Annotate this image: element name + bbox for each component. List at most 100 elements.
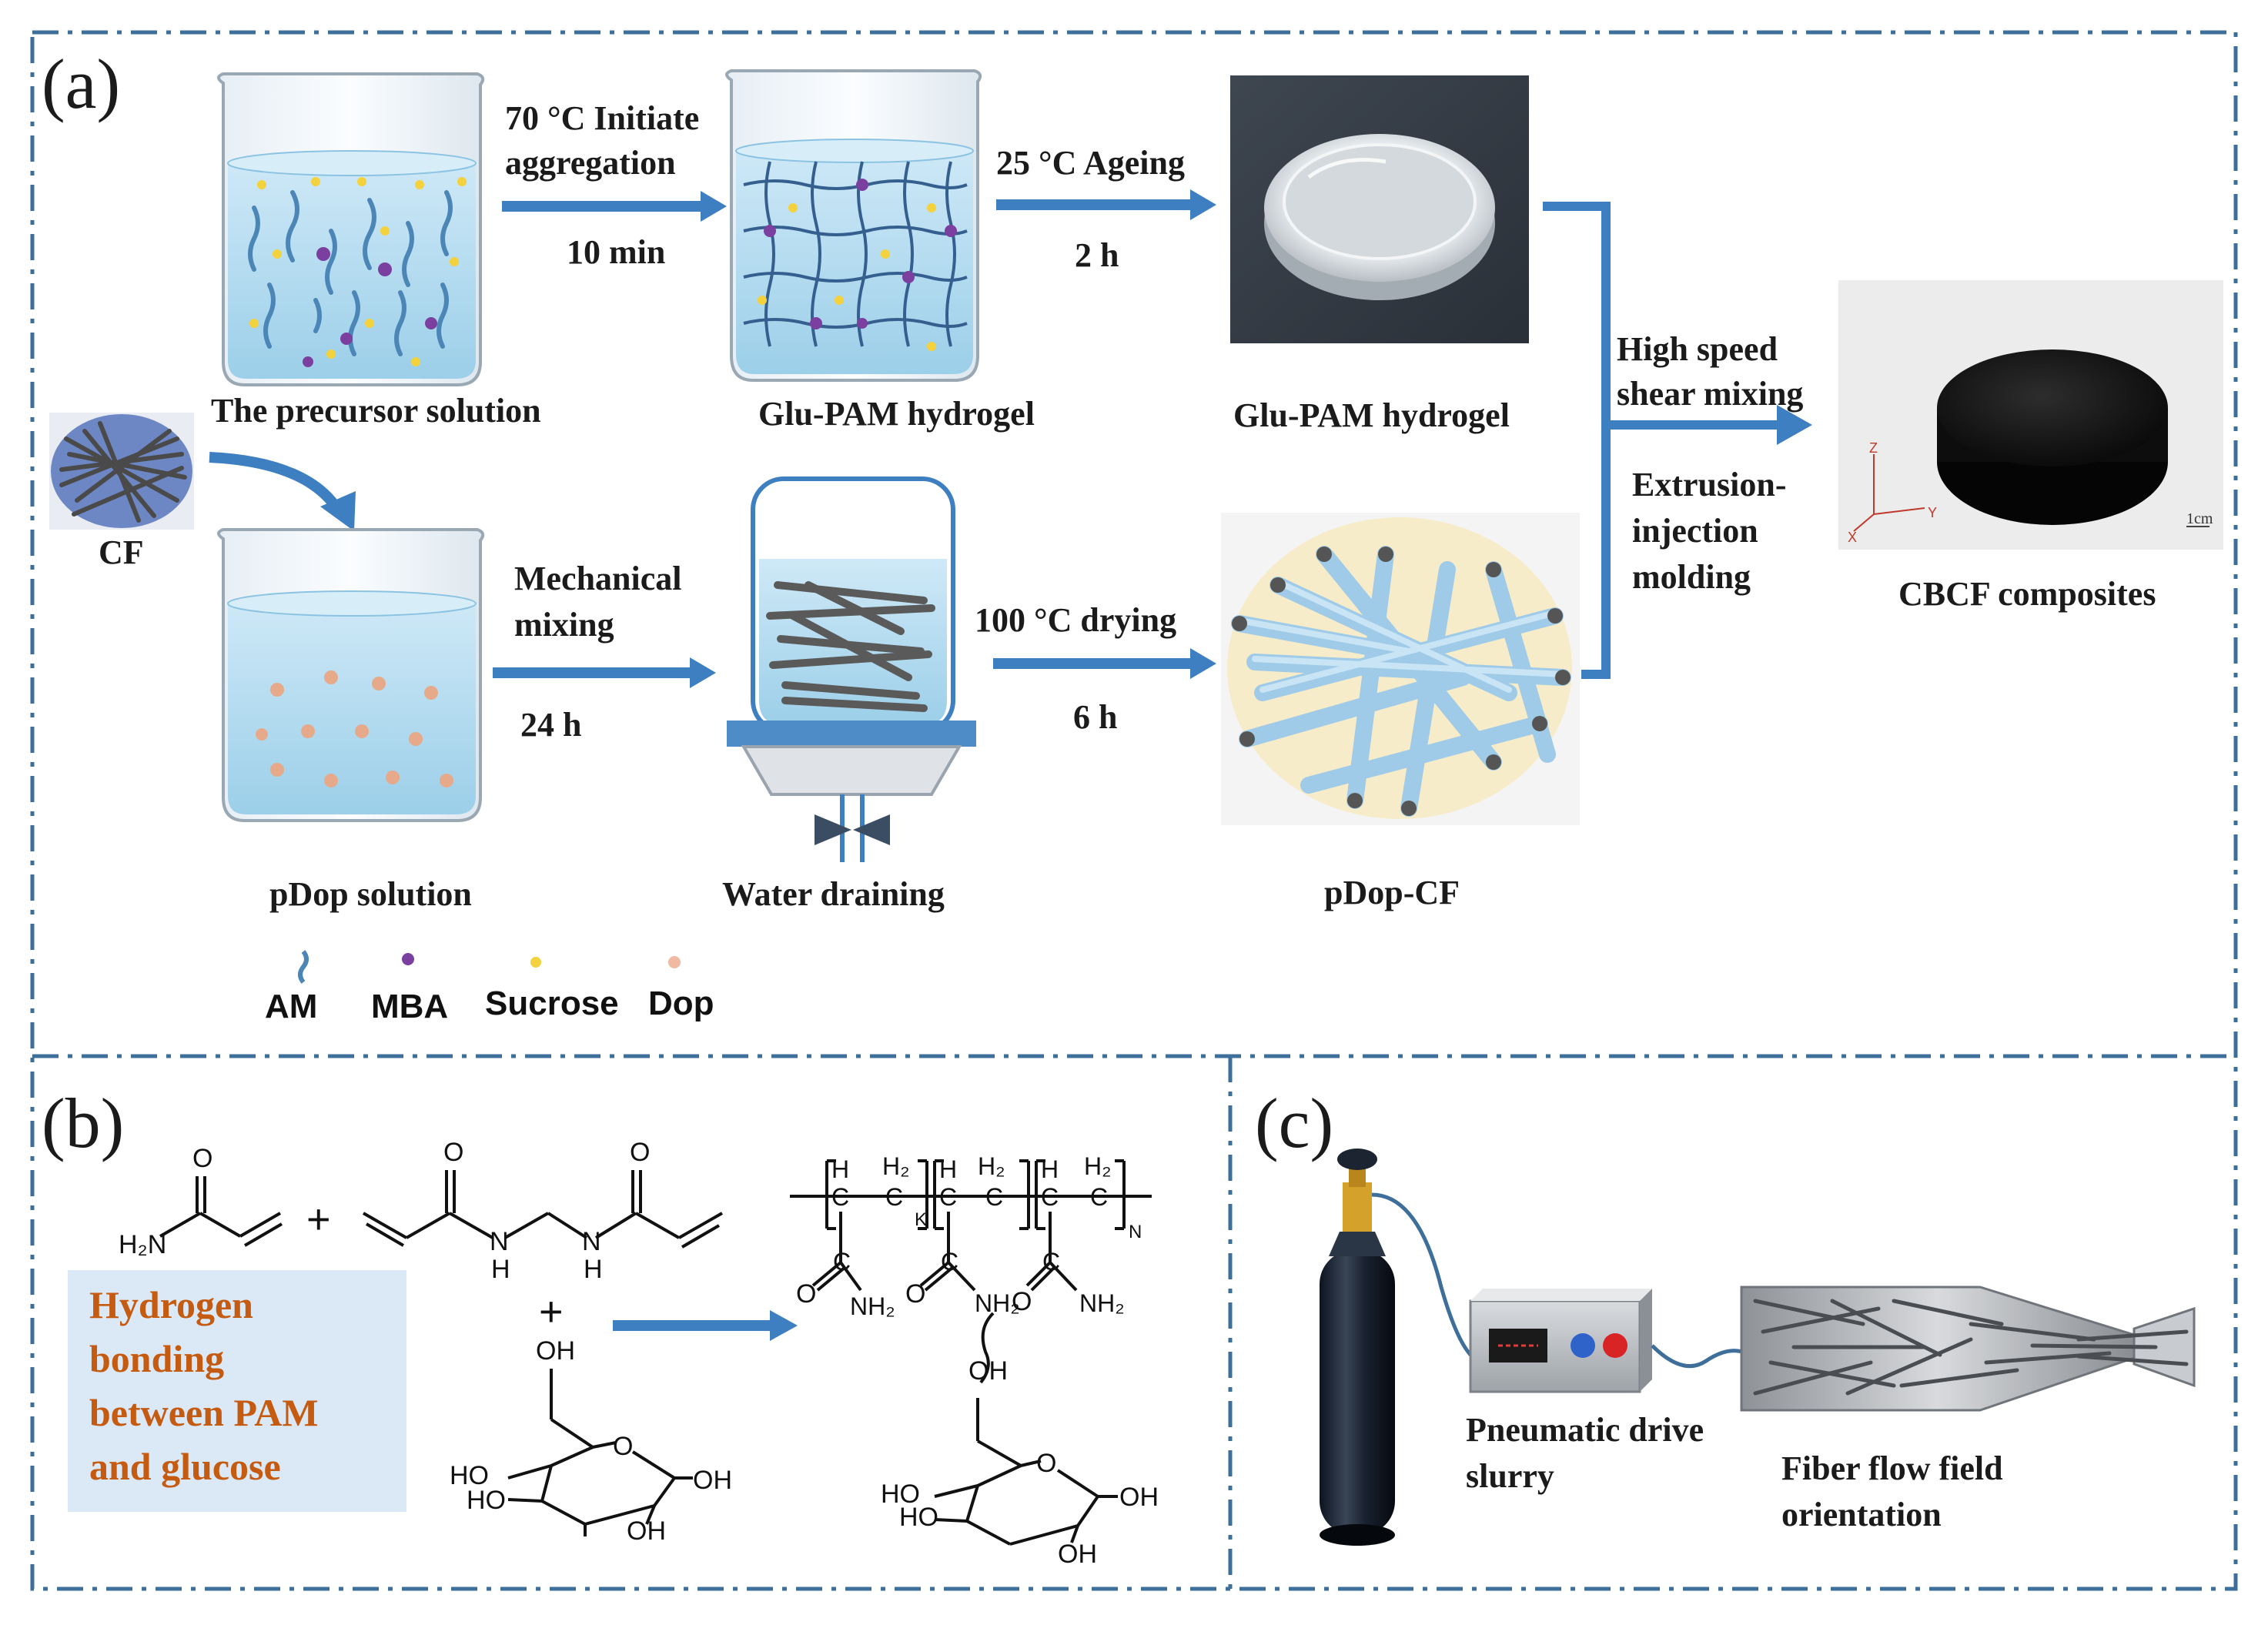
chem-c-p6: C xyxy=(1090,1183,1108,1211)
chem-c-p4: C xyxy=(985,1183,1003,1211)
chem-n-1: N xyxy=(490,1227,509,1256)
merge-label-5: molding xyxy=(1632,558,1751,596)
chem-o-1: O xyxy=(192,1144,212,1173)
legend-dop-icon xyxy=(668,956,681,968)
caption-water-draining: Water draining xyxy=(722,875,945,913)
merge-label-1: High speed xyxy=(1617,330,1778,368)
hbond-line-4: and glucose xyxy=(89,1445,281,1488)
merge-bracket xyxy=(1543,202,1785,679)
chem-h-2: H xyxy=(584,1255,603,1284)
chem-h-p2: H xyxy=(939,1155,957,1183)
pneumatic-label-2: slurry xyxy=(1466,1457,1554,1495)
scale-label: 1cm xyxy=(2186,510,2213,527)
arrow-step4 xyxy=(993,648,1216,679)
chem-o-2: O xyxy=(443,1138,463,1167)
arrow-reaction xyxy=(613,1310,798,1341)
polymer-product-structure xyxy=(790,1159,1152,1546)
axis-y: Y xyxy=(1928,505,1937,520)
caption-precursor: The precursor solution xyxy=(211,392,541,430)
chem-n-2: N xyxy=(582,1227,601,1256)
caption-pdop-cf: pDop-CF xyxy=(1324,874,1460,911)
hbond-box xyxy=(68,1270,406,1512)
glu-pam-photo xyxy=(1230,75,1529,343)
caption-glu-pam-2: Glu-PAM hydrogel xyxy=(1233,396,1510,434)
hbond-line-2: bonding xyxy=(89,1337,224,1380)
panel-label-b: (b) xyxy=(42,1084,124,1162)
fiber-label-1: Fiber flow field xyxy=(1781,1449,2003,1487)
panel-borders xyxy=(30,30,2238,1591)
legend-mba: MBA xyxy=(371,988,448,1025)
chem-oh-2: OH xyxy=(693,1466,732,1495)
merge-arrowhead xyxy=(1777,405,1812,445)
outer-border xyxy=(30,30,2238,1591)
caption-cbcf: CBCF composites xyxy=(1898,575,2156,613)
step1-time: 10 min xyxy=(567,233,665,271)
acrylamide-structure xyxy=(159,1176,283,1247)
chem-ho-p1: HO xyxy=(881,1480,920,1509)
chem-o-p1: O xyxy=(796,1279,816,1309)
chem-h-p3: H xyxy=(1041,1155,1059,1183)
step1-label-top: 70 °C Initiate xyxy=(505,99,699,137)
step3-label-mid: mixing xyxy=(514,606,614,644)
axis-x: X xyxy=(1848,530,1857,545)
arrow-step1 xyxy=(502,191,727,222)
chem-oh-p2: OH xyxy=(1119,1483,1159,1512)
chem-nh2-p2: NH₂ xyxy=(975,1289,1020,1317)
chem-oh-1: OH xyxy=(536,1336,575,1366)
gas-cylinder xyxy=(1320,1149,1474,1546)
chem-oh-p1: OH xyxy=(968,1356,1008,1386)
chem-o-ring-2: O xyxy=(1036,1449,1056,1478)
step2-label-top: 25 °C Ageing xyxy=(996,144,1185,182)
chem-c-p3: C xyxy=(939,1183,957,1211)
precursor-beaker xyxy=(217,72,485,386)
legend-sucrose: Sucrose xyxy=(485,985,619,1022)
chem-o-p2: O xyxy=(905,1279,925,1309)
arrow-step3 xyxy=(493,657,716,688)
controller-red-knob xyxy=(1603,1333,1627,1358)
glucose-structure-1 xyxy=(507,1369,693,1536)
legend-am-icon xyxy=(298,950,309,984)
chem-ho-p2: HO xyxy=(899,1503,938,1532)
step2-time: 2 h xyxy=(1075,236,1119,274)
chem-h-1: H xyxy=(491,1255,510,1284)
chem-c-side3: C xyxy=(1042,1248,1060,1276)
mba-structure xyxy=(363,1170,723,1249)
draining-vessel xyxy=(727,476,976,862)
cylinder-valve xyxy=(1343,1182,1372,1232)
glu-pam-beaker xyxy=(725,69,982,382)
chem-c-side1: C xyxy=(833,1248,851,1276)
chem-h2-p2: H₂ xyxy=(978,1152,1005,1180)
chem-h2-p3: H₂ xyxy=(1084,1152,1112,1180)
pdop-cf-illustration xyxy=(1221,513,1580,825)
chem-ho-1: HO xyxy=(450,1461,489,1490)
chem-nh2-p1: NH₂ xyxy=(850,1292,895,1320)
step1-label-mid: aggregation xyxy=(505,144,676,182)
chem-k: K xyxy=(915,1209,927,1230)
step4-label-top: 100 °C drying xyxy=(975,601,1176,639)
chem-nh2-p3: NH₂ xyxy=(1079,1289,1125,1317)
legend-sucrose-icon xyxy=(530,957,541,968)
caption-pdop-solution: pDop solution xyxy=(269,875,472,913)
fiber-nozzle xyxy=(1740,1286,2196,1412)
pneumatic-controller xyxy=(1469,1289,1748,1393)
pdop-beaker xyxy=(217,528,485,822)
chem-h2-p1: H₂ xyxy=(882,1152,910,1180)
merge-label-4: injection xyxy=(1632,512,1758,550)
chem-ho-2: HO xyxy=(467,1486,506,1515)
legend-mba-icon xyxy=(402,953,414,965)
pneumatic-label-1: Pneumatic drive xyxy=(1466,1411,1704,1449)
arrow-cf xyxy=(209,452,356,531)
chem-oh-3: OH xyxy=(627,1516,666,1546)
chem-c-p5: C xyxy=(1041,1183,1059,1211)
caption-glu-pam-1: Glu-PAM hydrogel xyxy=(758,395,1035,433)
chem-c-p1: C xyxy=(831,1183,849,1211)
step3-time: 24 h xyxy=(520,706,581,744)
chem-c-side2: C xyxy=(941,1248,958,1276)
step4-time: 6 h xyxy=(1073,698,1117,736)
merge-label-3: Extrusion- xyxy=(1632,466,1786,503)
legend xyxy=(298,950,681,984)
chem-o-3: O xyxy=(630,1138,650,1167)
cbcf-photo xyxy=(1838,280,2223,550)
panel-label-c: (c) xyxy=(1255,1084,1333,1162)
